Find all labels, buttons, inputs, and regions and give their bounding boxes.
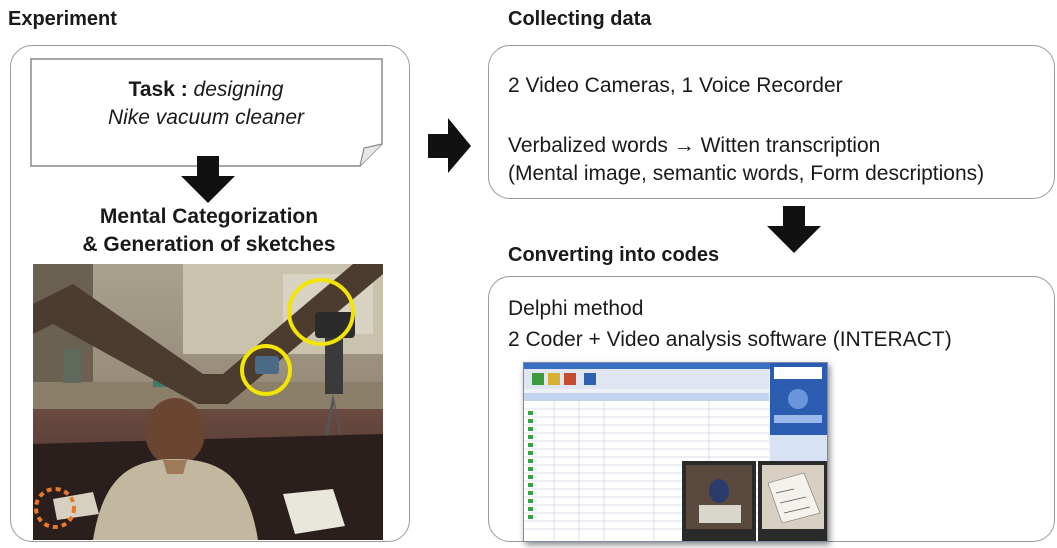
categorization-line1: Mental Categorization bbox=[99, 205, 319, 228]
collecting-line3: (Mental image, semantic words, Form desc… bbox=[508, 162, 985, 185]
collecting-data-heading: Collecting data bbox=[508, 8, 652, 30]
right-arrow-icon bbox=[428, 118, 471, 173]
converting-line2: 2 Coder + Video analysis software (INTER… bbox=[508, 328, 952, 351]
task-subject-text: Nike vacuum cleaner bbox=[107, 106, 305, 129]
down-arrow-icon bbox=[181, 156, 235, 203]
collecting-line1: 2 Video Cameras, 1 Voice Recorder bbox=[508, 74, 843, 97]
categorization-line2: & Generation of sketches bbox=[82, 233, 336, 256]
interact-software-screenshot bbox=[523, 362, 828, 542]
collecting-data-panel bbox=[488, 45, 1055, 199]
down-arrow-icon-2 bbox=[767, 206, 821, 253]
task-designing-text: designing bbox=[193, 78, 284, 101]
collecting-line2: Verbalized words → Witten transcription bbox=[508, 134, 881, 157]
experiment-photo bbox=[33, 264, 383, 540]
experiment-heading: Experiment bbox=[8, 8, 117, 30]
task-label: Task : bbox=[128, 78, 188, 101]
converting-line1: Delphi method bbox=[508, 297, 644, 320]
converting-codes-heading: Converting into codes bbox=[508, 244, 720, 266]
task-note-box bbox=[30, 58, 383, 167]
task-title-line: Task : designing bbox=[30, 78, 382, 102]
